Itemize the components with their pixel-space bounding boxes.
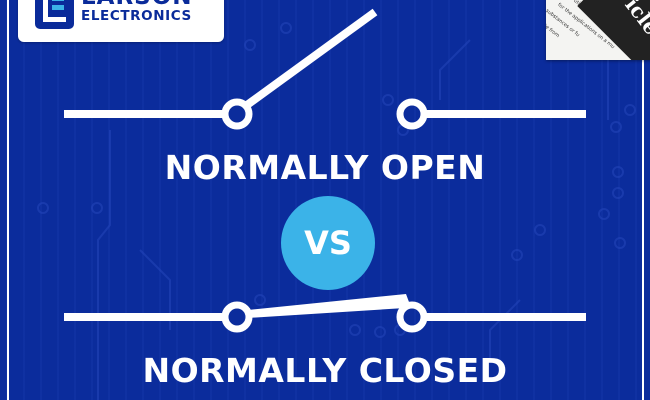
normally-closed-switch-icon [64,294,586,333]
normally-open-switch-icon [64,8,586,130]
left-border-line [7,0,9,400]
larson-e-logo-icon [35,0,74,29]
right-border-line [642,0,644,400]
larson-electronics-logo[interactable]: LARSON ELECTRONICS [18,0,224,42]
heading-normally-open: NORMALLY OPEN [164,148,486,187]
article-corner-sticker: processes and innovation, th utilize the… [546,0,650,60]
heading-normally-closed: NORMALLY CLOSED [142,351,508,390]
vs-badge: VS [281,196,375,290]
brand-name-top: LARSON [81,0,193,9]
brand-name-bottom: ELECTRONICS [81,8,192,24]
